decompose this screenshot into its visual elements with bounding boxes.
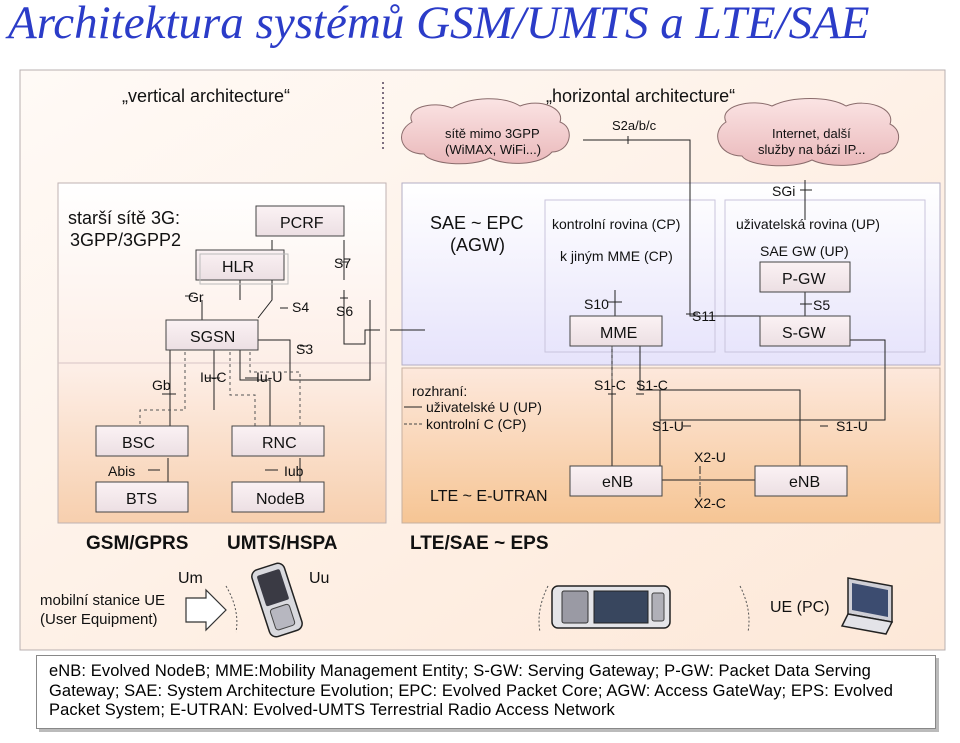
bsc-label: BSC bbox=[122, 435, 155, 452]
user-plane-panel bbox=[724, 199, 926, 353]
epc-panel bbox=[401, 182, 941, 366]
iface-x2u: X2-U bbox=[694, 449, 726, 465]
up-title: uživatelská rovina (UP) bbox=[736, 216, 880, 232]
iface-s3: S3 bbox=[296, 341, 313, 357]
eutran-panel bbox=[401, 367, 941, 524]
iface-s2: S2a/b/c bbox=[612, 118, 657, 133]
laptop-icon bbox=[840, 577, 894, 635]
cloud-text: (WiMAX, WiFi...) bbox=[445, 142, 541, 157]
node-mme bbox=[569, 315, 663, 347]
bts-label: BTS bbox=[126, 491, 157, 508]
legacy-title: starší sítě 3G: bbox=[68, 208, 180, 228]
iface-gr: Gr bbox=[188, 289, 204, 305]
node-enb-a bbox=[569, 465, 663, 497]
vertical-arch-label: „vertical architecture“ bbox=[122, 86, 290, 106]
iface-legend-title: rozhraní: bbox=[412, 383, 467, 399]
cloud-other-networks bbox=[401, 98, 570, 165]
mme-label: MME bbox=[600, 325, 637, 342]
abbreviation-legend: eNB: Evolved NodeB; MME:Mobility Managem… bbox=[36, 655, 936, 729]
node-bts bbox=[95, 481, 189, 513]
control-plane-panel bbox=[544, 199, 716, 353]
ue-label: (User Equipment) bbox=[40, 611, 158, 628]
link-s1c-b bbox=[639, 340, 801, 466]
iface-uu: Uu bbox=[309, 570, 329, 587]
iface-iuc: Iu-C bbox=[200, 369, 226, 385]
iface-sgi: SGi bbox=[772, 183, 795, 199]
iface-legend-up: uživatelské U (UP) bbox=[426, 399, 542, 415]
gen-lte: LTE/SAE ~ EPS bbox=[410, 533, 549, 554]
sgw-label: S-GW bbox=[782, 325, 826, 342]
epc-title: SAE ~ EPC bbox=[430, 213, 524, 233]
cloud-text: Internet, další bbox=[772, 126, 851, 141]
epc-title: (AGW) bbox=[450, 235, 505, 255]
node-pgw bbox=[759, 261, 851, 293]
nodeb-label: NodeB bbox=[256, 491, 305, 508]
ue-pc-label: UE (PC) bbox=[770, 599, 830, 616]
iface-s1u: S1-U bbox=[836, 418, 868, 434]
node-sgw bbox=[759, 315, 851, 347]
node-enb-b bbox=[754, 465, 848, 497]
cp-title: kontrolní rovina (CP) bbox=[552, 216, 680, 232]
cloud-text: sítě mimo 3GPP bbox=[445, 126, 540, 141]
communicator-icon bbox=[551, 585, 671, 629]
enb-label: eNB bbox=[789, 474, 820, 491]
cloud-text: služby na bázi IP... bbox=[758, 142, 865, 157]
iface-s6: S6 bbox=[336, 303, 353, 319]
legacy-title: 3GPP/3GPP2 bbox=[70, 230, 181, 250]
iface-iuu: Iu-U bbox=[256, 369, 282, 385]
node-bsc bbox=[95, 425, 189, 457]
node-sgsn bbox=[165, 319, 259, 351]
horizontal-arch-label: „horizontal architecture“ bbox=[546, 86, 735, 106]
gen-umts: UMTS/HSPA bbox=[227, 533, 338, 554]
gen-gsm: GSM/GPRS bbox=[86, 533, 188, 554]
node-hlr bbox=[195, 249, 289, 285]
iface-s4: S4 bbox=[292, 299, 309, 315]
iface-s1c: S1-C bbox=[636, 377, 668, 393]
iface-um: Um bbox=[178, 570, 203, 587]
legacy-network-panel bbox=[57, 182, 387, 524]
node-pcrf bbox=[255, 205, 345, 237]
iface-gb: Gb bbox=[152, 377, 171, 393]
sae-gw-label: SAE GW (UP) bbox=[760, 243, 849, 259]
pgw-label: P-GW bbox=[782, 271, 826, 288]
hlr-label: HLR bbox=[222, 259, 254, 276]
node-nodeb bbox=[231, 481, 325, 513]
to-mme-label: k jiným MME (CP) bbox=[560, 248, 673, 264]
pcrf-label: PCRF bbox=[280, 215, 324, 232]
iface-x2c: X2-C bbox=[694, 495, 726, 511]
page-title: Architektura systémů GSM/UMTS a LTE/SAE bbox=[8, 0, 870, 49]
iface-s1u: S1-U bbox=[652, 418, 684, 434]
iface-iub: Iub bbox=[284, 463, 304, 479]
sgsn-label: SGSN bbox=[190, 329, 235, 346]
iface-s5: S5 bbox=[813, 297, 830, 313]
iface-s7: S7 bbox=[334, 255, 351, 271]
iface-s10: S10 bbox=[584, 296, 609, 312]
enb-label: eNB bbox=[602, 474, 633, 491]
iface-legend-cp: kontrolní C (CP) bbox=[426, 416, 526, 432]
iface-s1c: S1-C bbox=[594, 377, 626, 393]
iface-abis: Abis bbox=[108, 463, 135, 479]
cloud-internet bbox=[717, 98, 900, 167]
node-rnc bbox=[231, 425, 325, 457]
mobile-phone-icon bbox=[251, 562, 303, 638]
link-s6 bbox=[343, 290, 380, 345]
link-s11 bbox=[689, 200, 770, 317]
eutran-label: LTE ~ E-UTRAN bbox=[430, 488, 548, 505]
ue-label: mobilní stanice UE bbox=[40, 592, 165, 609]
link-s2 bbox=[583, 139, 691, 200]
arrow-icon bbox=[185, 588, 227, 632]
iface-s11: S11 bbox=[692, 308, 716, 324]
rnc-label: RNC bbox=[262, 435, 297, 452]
link-s3-s4 bbox=[258, 300, 371, 381]
